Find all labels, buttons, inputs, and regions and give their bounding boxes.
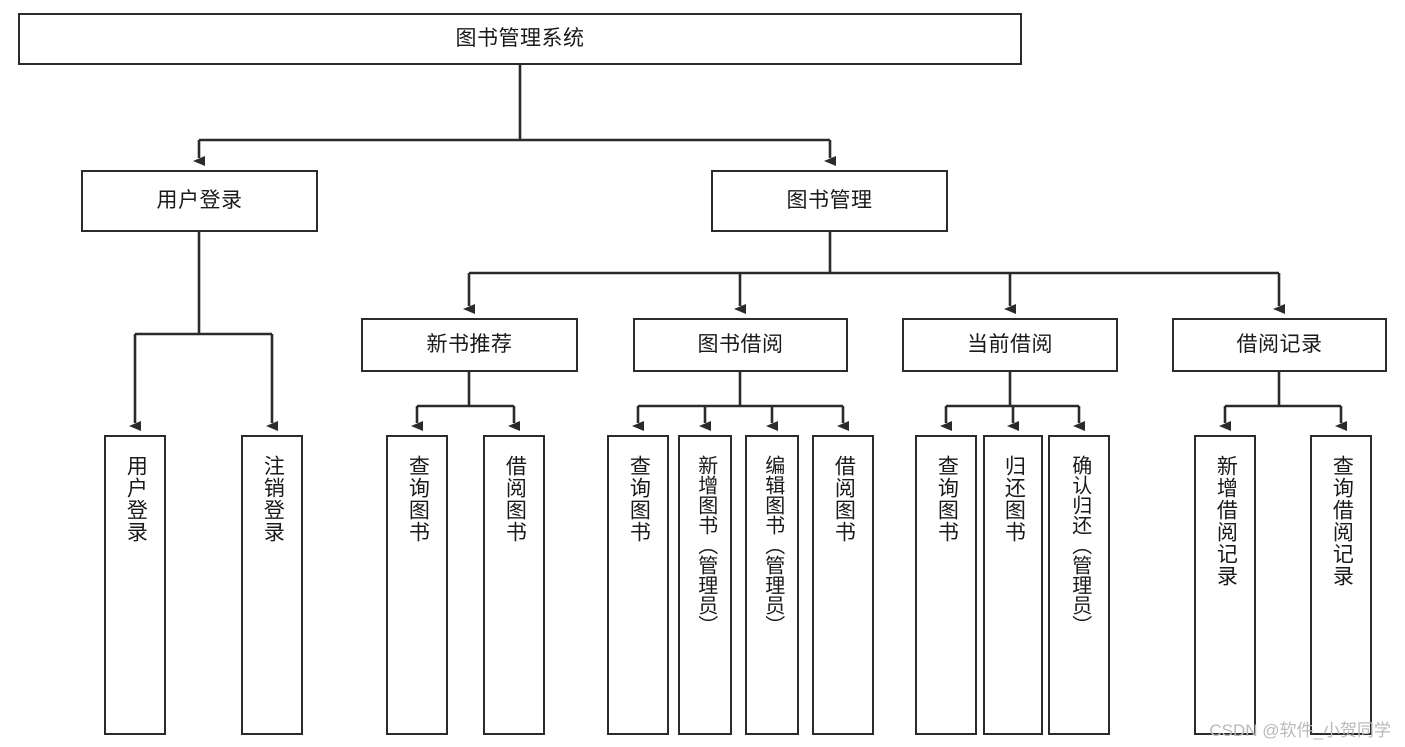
- node-leaf-query-book-borrow[interactable]: 查询图书: [607, 435, 669, 735]
- node-leaf-borrow-book[interactable]: 借阅图书: [812, 435, 874, 735]
- node-leaf-label: 借阅图书: [832, 455, 856, 543]
- node-new-book-recommend[interactable]: 新书推荐: [361, 318, 578, 372]
- node-new-book-recommend-label: 新书推荐: [426, 332, 513, 356]
- node-leaf-add-borrow-record[interactable]: 新增借阅记录: [1194, 435, 1256, 735]
- node-leaf-query-book-rec[interactable]: 查询图书: [386, 435, 448, 735]
- node-user-login[interactable]: 用户登录: [81, 170, 318, 232]
- node-leaf-label: 注销登录: [261, 455, 285, 543]
- edge-group-new-book-recommend: [411, 372, 520, 431]
- node-leaf-label: 查询借阅记录: [1330, 455, 1354, 587]
- edge-group-book-borrow: [632, 372, 849, 431]
- edge-group-current-borrow: [940, 372, 1085, 431]
- edge-group-borrow-record: [1219, 372, 1347, 431]
- node-leaf-label: 借阅图书: [503, 455, 527, 543]
- node-user-login-label: 用户登录: [156, 188, 243, 212]
- node-leaf-logout-login[interactable]: 注销登录: [241, 435, 303, 735]
- node-leaf-label: 查询图书: [406, 455, 430, 543]
- node-leaf-query-borrow-record[interactable]: 查询借阅记录: [1310, 435, 1372, 735]
- node-book-borrow[interactable]: 图书借阅: [633, 318, 848, 372]
- node-leaf-query-book-current[interactable]: 查询图书: [915, 435, 977, 735]
- node-current-borrow-label: 当前借阅: [967, 332, 1053, 356]
- edge-group-root: [193, 65, 836, 166]
- node-leaf-add-book-admin[interactable]: 新增图书（管理员）: [678, 435, 732, 735]
- node-leaf-label: 查询图书: [627, 455, 651, 543]
- node-book-borrow-label: 图书借阅: [697, 332, 784, 356]
- edge-group-user-login: [129, 232, 278, 431]
- node-leaf-label: 用户登录: [124, 455, 148, 543]
- node-leaf-user-login[interactable]: 用户登录: [104, 435, 166, 735]
- node-book-management[interactable]: 图书管理: [711, 170, 948, 232]
- node-leaf-borrow-book-rec[interactable]: 借阅图书: [483, 435, 545, 735]
- node-leaf-label: 确认归还（管理员）: [1068, 455, 1091, 635]
- node-leaf-label: 新增借阅记录: [1214, 455, 1238, 587]
- watermark-credit: CSDN @软件_小贺同学: [1209, 721, 1391, 740]
- node-root-label: 图书管理系统: [455, 26, 585, 50]
- node-current-borrow[interactable]: 当前借阅: [902, 318, 1118, 372]
- node-leaf-label: 编辑图书（管理员）: [761, 455, 784, 635]
- node-leaf-return-book[interactable]: 归还图书: [983, 435, 1043, 735]
- node-borrow-record-label: 借阅记录: [1236, 332, 1323, 356]
- node-leaf-edit-book-admin[interactable]: 编辑图书（管理员）: [745, 435, 799, 735]
- edge-group-book-manage: [463, 232, 1285, 314]
- node-leaf-confirm-return-admin[interactable]: 确认归还（管理员）: [1048, 435, 1110, 735]
- node-borrow-record[interactable]: 借阅记录: [1172, 318, 1387, 372]
- node-leaf-label: 新增图书（管理员）: [694, 455, 717, 635]
- node-leaf-label: 归还图书: [1002, 455, 1026, 543]
- node-root-system[interactable]: 图书管理系统: [18, 13, 1022, 65]
- node-book-management-label: 图书管理: [786, 188, 873, 212]
- node-leaf-label: 查询图书: [935, 455, 959, 543]
